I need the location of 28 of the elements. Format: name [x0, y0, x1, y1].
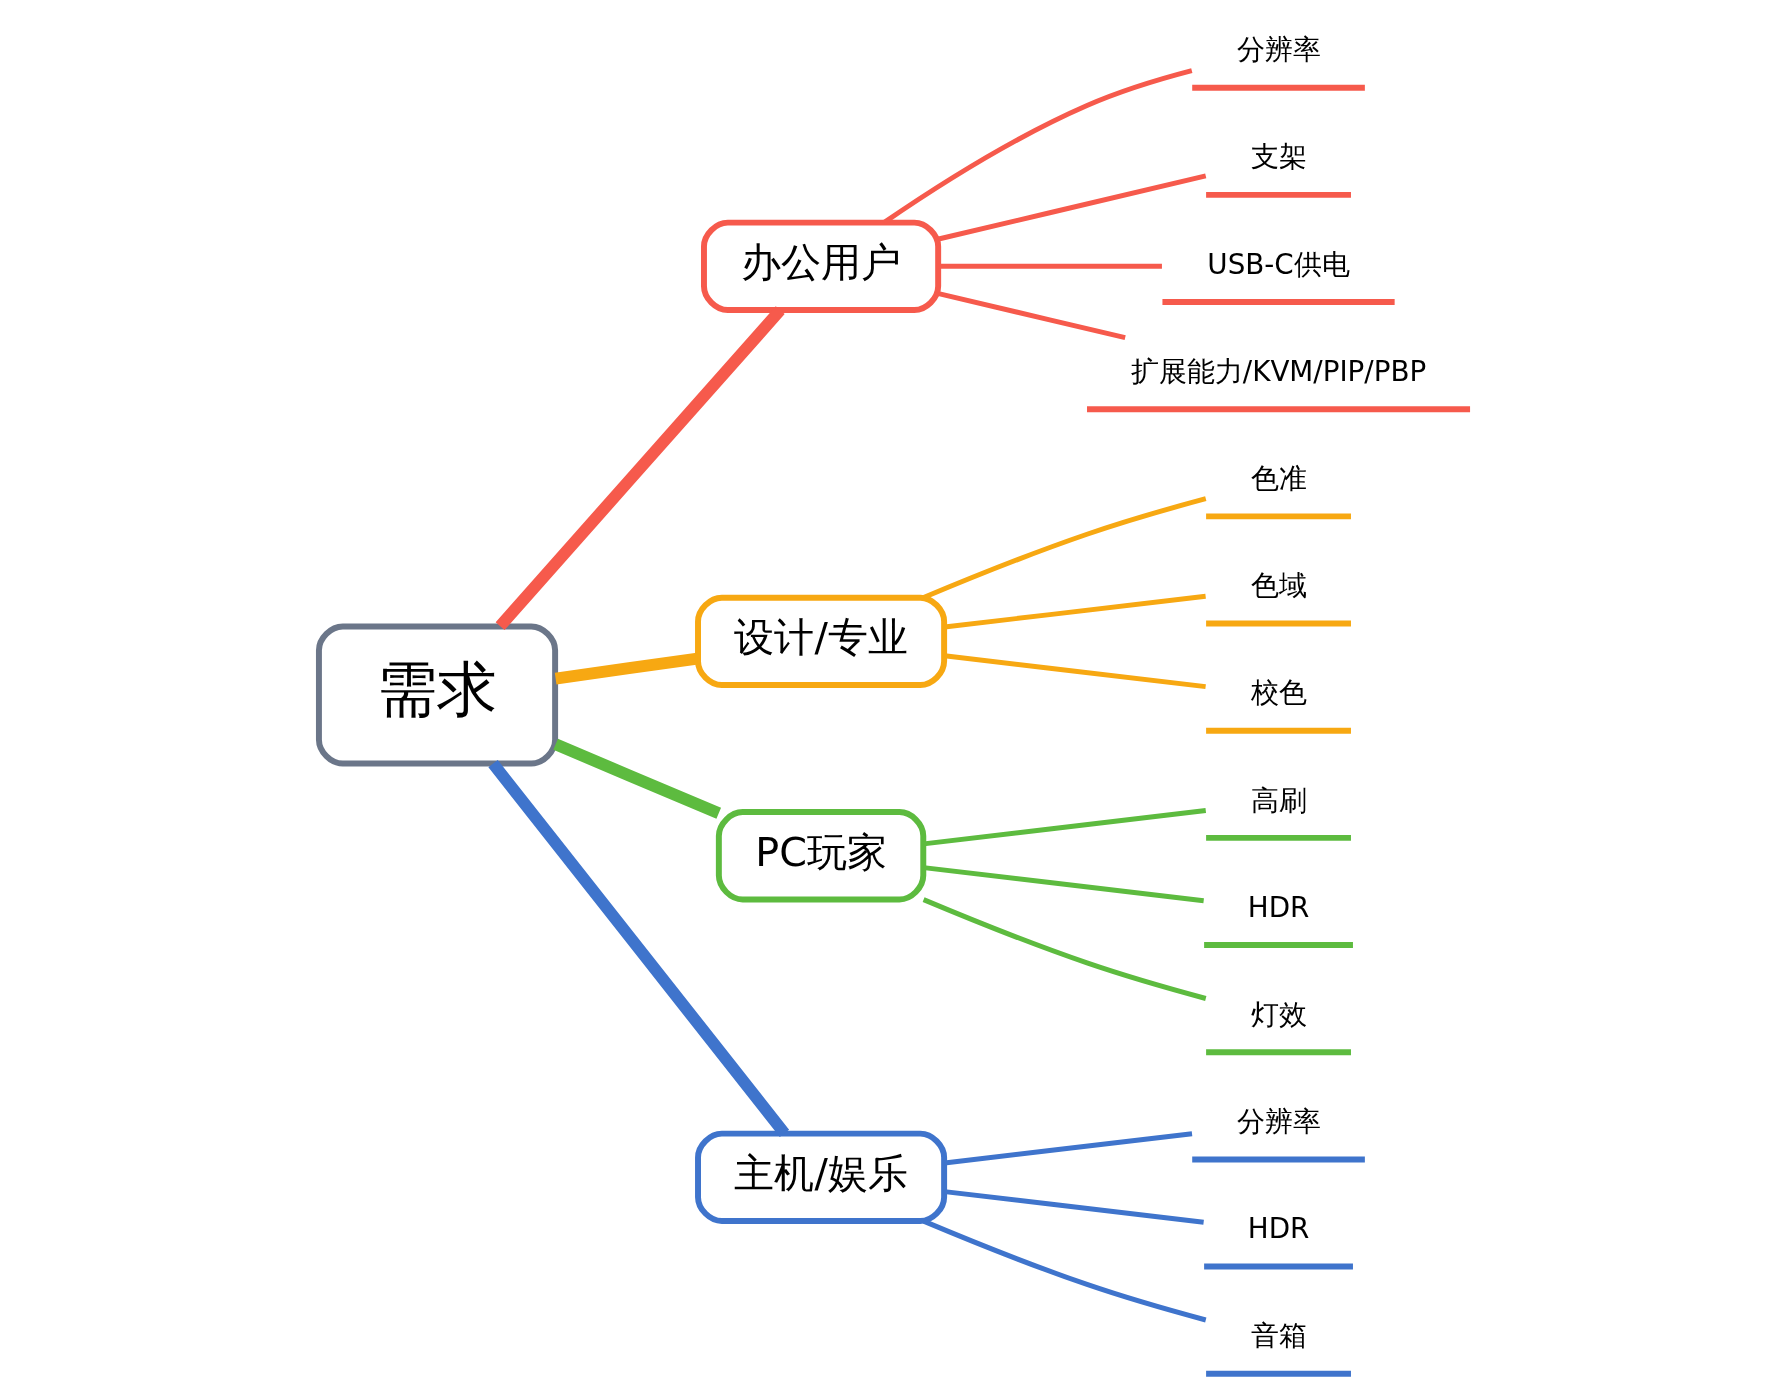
node-text: 校色: [1250, 676, 1307, 710]
connector: [938, 263, 1162, 269]
connector: [922, 1218, 1206, 1323]
connector: [922, 496, 1206, 600]
node-text: 灯效: [1250, 997, 1307, 1031]
node-text: 音箱: [1250, 1319, 1307, 1353]
node-text: 高刷: [1250, 783, 1307, 817]
node-text: USB-C供电: [1206, 247, 1350, 281]
node-text: 分辨率: [1236, 33, 1321, 67]
node-text: 扩展能力/KVM/PIP/PBP: [1130, 354, 1426, 388]
node-text: 色域: [1250, 569, 1307, 603]
node-box: PC玩家: [715, 809, 926, 903]
node-text: 色准: [1250, 462, 1307, 495]
connector: [552, 738, 721, 819]
connector: [937, 291, 1126, 341]
node-box: 办公用户: [700, 219, 941, 313]
connector: [937, 173, 1206, 242]
node-text: 支架: [1250, 140, 1307, 174]
connector: [554, 652, 698, 685]
node-box: 需求: [315, 623, 558, 767]
connector: [487, 759, 789, 1138]
node-text: HDR: [1247, 890, 1309, 924]
node-text: HDR: [1247, 1212, 1309, 1246]
node-box: 主机/娱乐: [694, 1130, 947, 1224]
node-box: 设计/专业: [694, 594, 947, 689]
node-text: 分辨率: [1236, 1105, 1321, 1139]
connector: [922, 897, 1206, 1001]
connector: [495, 306, 785, 631]
